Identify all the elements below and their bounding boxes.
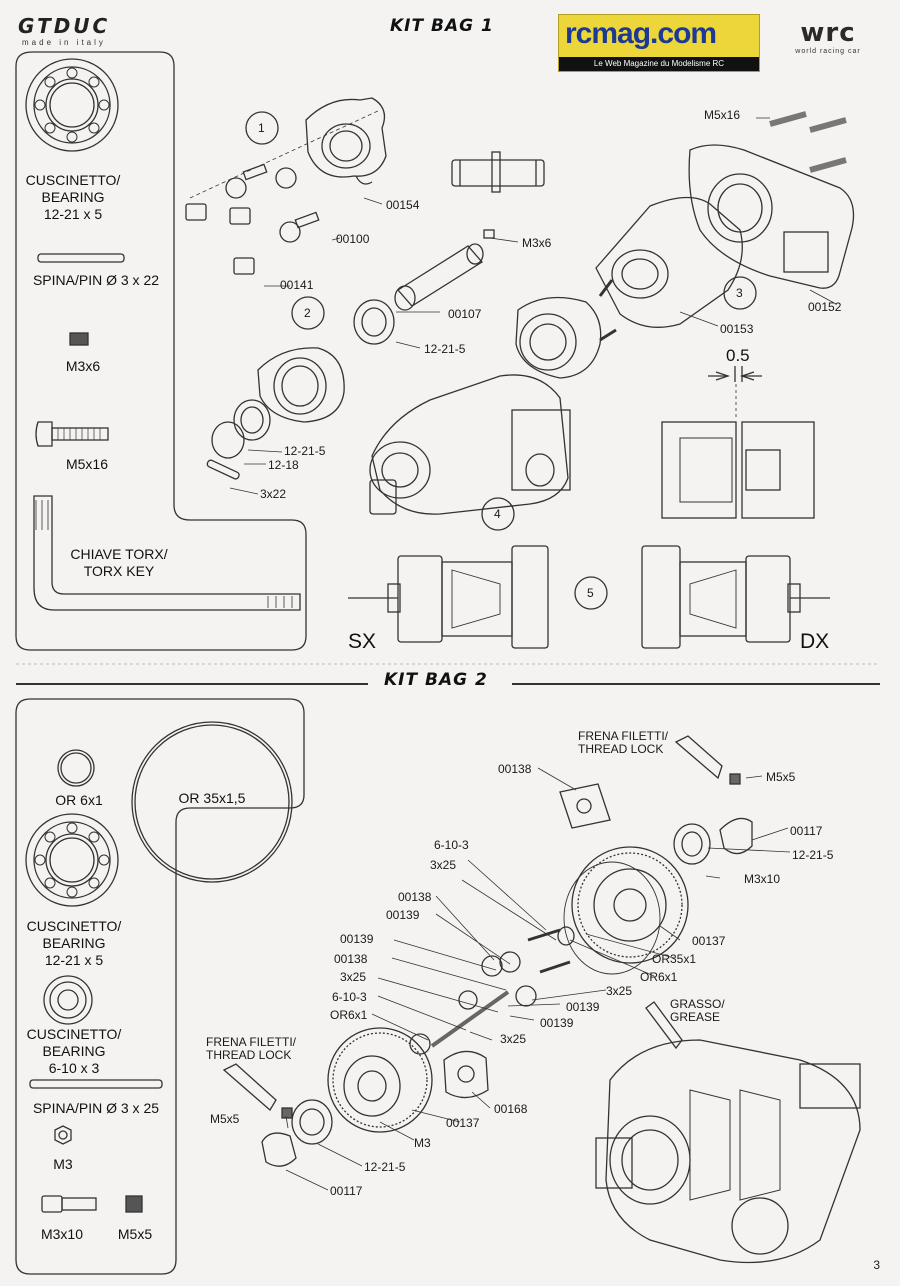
thread-lock-top-label: FRENA FILETTI/ THREAD LOCK	[578, 729, 669, 756]
bearing-12-21-5-bottom-label: 12-21-5	[364, 1160, 406, 1174]
kit2-bearing-12-21-5-label: CUSCINETTO/ BEARING 12-21 x 5	[26, 918, 122, 968]
grease-label: GRASSO/ GREASE	[670, 997, 725, 1024]
spacer-6-10-3-b-label: 6-10-3	[332, 990, 367, 1004]
rcmag-logo-text: rcmag.com	[565, 17, 717, 50]
part-00138-a-label: 00138	[398, 890, 432, 904]
part-00107-label: 00107	[448, 307, 482, 321]
or-6x1-a-label: OR6x1	[640, 970, 678, 984]
thread-lock-bottom-label: FRENA FILETTI/ THREAD LOCK	[206, 1035, 297, 1062]
part-00139-c-label: 00139	[566, 1000, 600, 1014]
part-00139-d-label: 00139	[540, 1016, 574, 1030]
kit1-m5x16-label: M5x16	[65, 456, 109, 472]
part-00137-bottom-label: 00137	[446, 1116, 480, 1130]
pin-3x25-c-label: 3x25	[500, 1032, 527, 1046]
kit2-pin-label: SPINA/PIN Ø 3 x 25	[32, 1100, 160, 1116]
step-3-number: 3	[736, 286, 743, 300]
dx-side-label: DX	[800, 630, 830, 653]
step-5-number: 5	[587, 586, 594, 600]
bearing-12-21-5-label-b: 12-21-5	[284, 444, 326, 458]
step-2-number: 2	[304, 306, 311, 320]
part-00139-a-label: 00139	[386, 908, 420, 922]
part-00137-top-label: 00137	[692, 934, 726, 948]
sx-side-label: SX	[348, 630, 377, 653]
pin-3x25-top-label: 3x25	[430, 858, 457, 872]
m5x5-top-label: M5x5	[766, 770, 796, 784]
gtduc-logo-subtitle: made in italy	[22, 38, 106, 47]
kit1-pin-label: SPINA/PIN Ø 3 x 22	[32, 272, 160, 288]
pin-3x25-a-label: 3x25	[340, 970, 367, 984]
part-00152-label: 00152	[808, 300, 842, 314]
rcmag-tagline: Le Web Magazine du Modelisme RC	[559, 57, 759, 71]
wrc-logo: wrc world racing car	[778, 18, 878, 58]
rcmag-logo: rcmag.com Le Web Magazine du Modelisme R…	[558, 14, 760, 72]
spacer-6-10-3-top-label: 6-10-3	[434, 838, 469, 852]
or-35x1-label: OR35x1	[652, 952, 697, 966]
m3-label: M3	[414, 1136, 431, 1150]
part-00117-bottom-label: 00117	[330, 1184, 363, 1198]
page-number: 3	[873, 1258, 880, 1272]
kit1-sidebar-frame	[15, 51, 307, 651]
kit1-bearing-label: CUSCINETTO/ BEARING 12-21 x 5	[25, 172, 121, 222]
bearing-12-21-5-label-a: 12-21-5	[424, 342, 466, 356]
gtduc-logo: GTDUC	[18, 14, 111, 38]
ring-12-18-label: 12-18	[268, 458, 299, 472]
gap-0-5-label: 0.5	[726, 346, 750, 365]
part-00168-label: 00168	[494, 1102, 528, 1116]
kit1-torx-key-label: CHIAVE TORX/ TORX KEY	[70, 546, 168, 579]
bearing-12-21-5-top-label: 12-21-5	[792, 848, 834, 862]
kit1-m3x6-label: M3x6	[65, 358, 101, 374]
step-1-number: 1	[258, 121, 265, 135]
kit2-sidebar-frame	[15, 698, 305, 1275]
or-6x1-b-label: OR6x1	[330, 1008, 368, 1022]
part-00153-label: 00153	[720, 322, 754, 336]
wrc-logo-subtitle: world racing car	[795, 48, 861, 55]
kit2-or-35x1-5-label: OR 35x1,5	[178, 790, 246, 806]
m3x6-label: M3x6	[522, 236, 552, 250]
kit2-m5x5-label: M5x5	[117, 1226, 153, 1242]
step-4-number: 4	[494, 507, 501, 521]
kit2-or-6x1-label: OR 6x1	[55, 792, 103, 808]
part-00117-top-label: 00117	[790, 824, 823, 838]
pin-3x25-b-label: 3x25	[606, 984, 633, 998]
m5x5-bottom-label: M5x5	[210, 1112, 240, 1126]
kit2-bearing-6-10-3-label: CUSCINETTO/ BEARING 6-10 x 3	[26, 1026, 122, 1076]
kit2-m3-label: M3	[53, 1156, 73, 1172]
part-00154-label: 00154	[386, 198, 420, 212]
part-00138-b-label: 00138	[334, 952, 368, 966]
m3x10-label: M3x10	[744, 872, 781, 886]
part-00139-b-label: 00139	[340, 932, 374, 946]
part-00100-label: 00100	[336, 232, 370, 246]
kit-bag-2-title: KIT BAG 2	[384, 670, 488, 690]
wrc-logo-text: wrc	[800, 18, 856, 48]
pin-3x22-label: 3x22	[260, 487, 287, 501]
part-00138-top-label: 00138	[498, 762, 532, 776]
kit-bag-1-title: KIT BAG 1	[390, 16, 494, 36]
part-00141-label: 00141	[280, 278, 314, 292]
m5x16-label: M5x16	[704, 108, 741, 122]
kit2-m3x10-label: M3x10	[40, 1226, 84, 1242]
